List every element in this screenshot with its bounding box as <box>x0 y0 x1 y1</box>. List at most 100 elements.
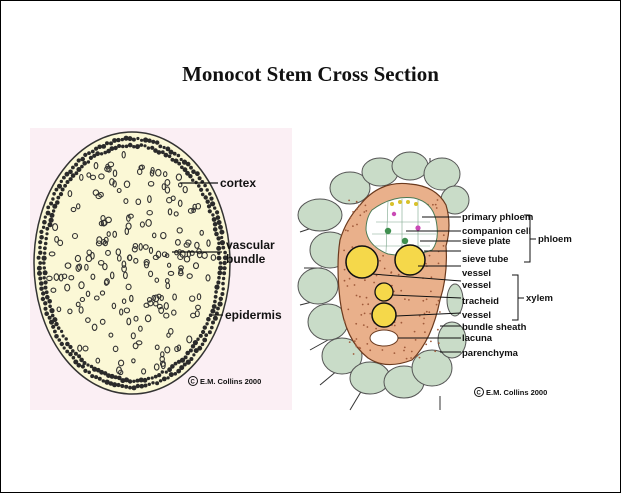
bundle-dot <box>39 281 44 286</box>
bundle-dot <box>155 381 159 385</box>
bundle-dot <box>191 179 194 182</box>
bundle-dot <box>45 237 48 240</box>
bundle-dot <box>44 307 48 311</box>
bundle-dot <box>117 144 121 148</box>
bundle-dot <box>128 136 133 141</box>
bundle-dot <box>105 380 110 385</box>
bundle-dot <box>87 151 91 155</box>
bundle-dot <box>41 291 45 295</box>
bundle-dot <box>208 330 212 334</box>
bundle-dot <box>55 200 60 205</box>
bundle-dot <box>120 384 124 388</box>
bundle-dot <box>49 202 53 206</box>
sheath-dot <box>417 355 419 357</box>
sheath-dot <box>351 246 353 248</box>
sheath-dot <box>430 291 432 293</box>
sheath-dot <box>349 341 351 343</box>
bundle-dot <box>140 143 144 147</box>
sheath-dot <box>422 300 424 302</box>
bundle-dot <box>39 287 43 291</box>
sheath-dot <box>363 324 365 326</box>
bundle-dot <box>158 145 162 149</box>
bundle-dot <box>135 144 140 149</box>
bundle-dot <box>217 256 222 261</box>
bundle-dot <box>219 297 223 301</box>
sheath-dot <box>343 250 345 252</box>
bundle-dot <box>201 343 205 347</box>
bundle-dot <box>65 350 69 354</box>
sheath-dot <box>443 234 445 236</box>
bundle-dot <box>71 166 75 170</box>
sheath-dot <box>382 349 384 351</box>
bundle-dot <box>42 261 46 265</box>
sheath-dot <box>432 204 434 206</box>
bundle-dot <box>46 206 50 210</box>
bundle-dot <box>39 235 44 240</box>
sheath-dot <box>431 276 433 278</box>
sheath-dot <box>437 329 439 331</box>
sheath-dot <box>362 304 364 306</box>
lacuna <box>370 330 398 346</box>
bundle-dot <box>218 266 223 271</box>
bundle-dot <box>223 266 227 270</box>
bundle-dot <box>136 137 139 140</box>
sheath-dot <box>363 211 365 213</box>
copyright-symbol-right: C <box>477 391 482 397</box>
bundle-dot <box>60 330 63 333</box>
sheath-dot <box>375 328 377 330</box>
bundle-dot <box>100 152 103 155</box>
sheath-dot <box>364 313 366 315</box>
bundle-dot <box>163 146 166 149</box>
bundle-dot <box>139 378 144 383</box>
bundle-dot <box>208 209 212 213</box>
sheath-dot <box>394 325 396 327</box>
bundle-dot <box>43 266 46 269</box>
sheath-dot <box>347 309 349 311</box>
sheath-dot <box>347 285 349 287</box>
bundle-dot <box>218 301 223 306</box>
bundle-dot <box>128 386 132 390</box>
bundle-dot <box>43 246 47 250</box>
bundle-dot <box>212 217 217 222</box>
bundle-dot <box>188 174 192 178</box>
bundle-dot <box>165 371 168 374</box>
bundle-dot <box>45 232 48 235</box>
bundle-dot <box>177 154 181 158</box>
bundle-dot <box>51 325 55 329</box>
bundle-dot <box>49 218 54 223</box>
companion-cell-marker-2 <box>402 238 408 244</box>
vessel-left <box>346 246 378 278</box>
sheath-dot <box>384 268 386 270</box>
bundle-dot <box>132 145 135 148</box>
bundle-dot <box>52 192 56 196</box>
bundle-dot <box>83 153 87 157</box>
bundle-dot <box>213 206 216 209</box>
sheath-dot <box>423 323 425 325</box>
sheath-dot <box>344 269 346 271</box>
bundle-dot <box>52 209 55 212</box>
bundle-dot <box>189 166 193 170</box>
bundle-dot <box>222 287 225 290</box>
sheath-dot <box>390 272 392 274</box>
sheath-dot <box>356 208 358 210</box>
bundle-dot <box>63 346 66 349</box>
parenchyma-cell <box>350 362 390 394</box>
bundle-dot <box>87 160 90 163</box>
sheath-dot <box>438 300 440 302</box>
sheath-dot <box>345 229 347 231</box>
bundle-dot <box>45 295 50 300</box>
bundle-dot <box>98 377 102 381</box>
bundle-dot <box>48 222 53 227</box>
sieve-plate-marker-2 <box>392 212 396 216</box>
bundle-dot <box>102 379 105 382</box>
bundle-dot <box>42 256 47 261</box>
parenchyma-cell <box>392 152 428 180</box>
bundle-dot <box>203 325 207 329</box>
bundle-dot <box>148 383 151 386</box>
bundle-dot <box>44 216 47 219</box>
bundle-dot <box>39 230 43 234</box>
bundle-dot <box>132 385 137 390</box>
sheath-dot <box>426 298 428 300</box>
sheath-dot <box>435 204 437 206</box>
bundle-dot <box>117 376 122 381</box>
